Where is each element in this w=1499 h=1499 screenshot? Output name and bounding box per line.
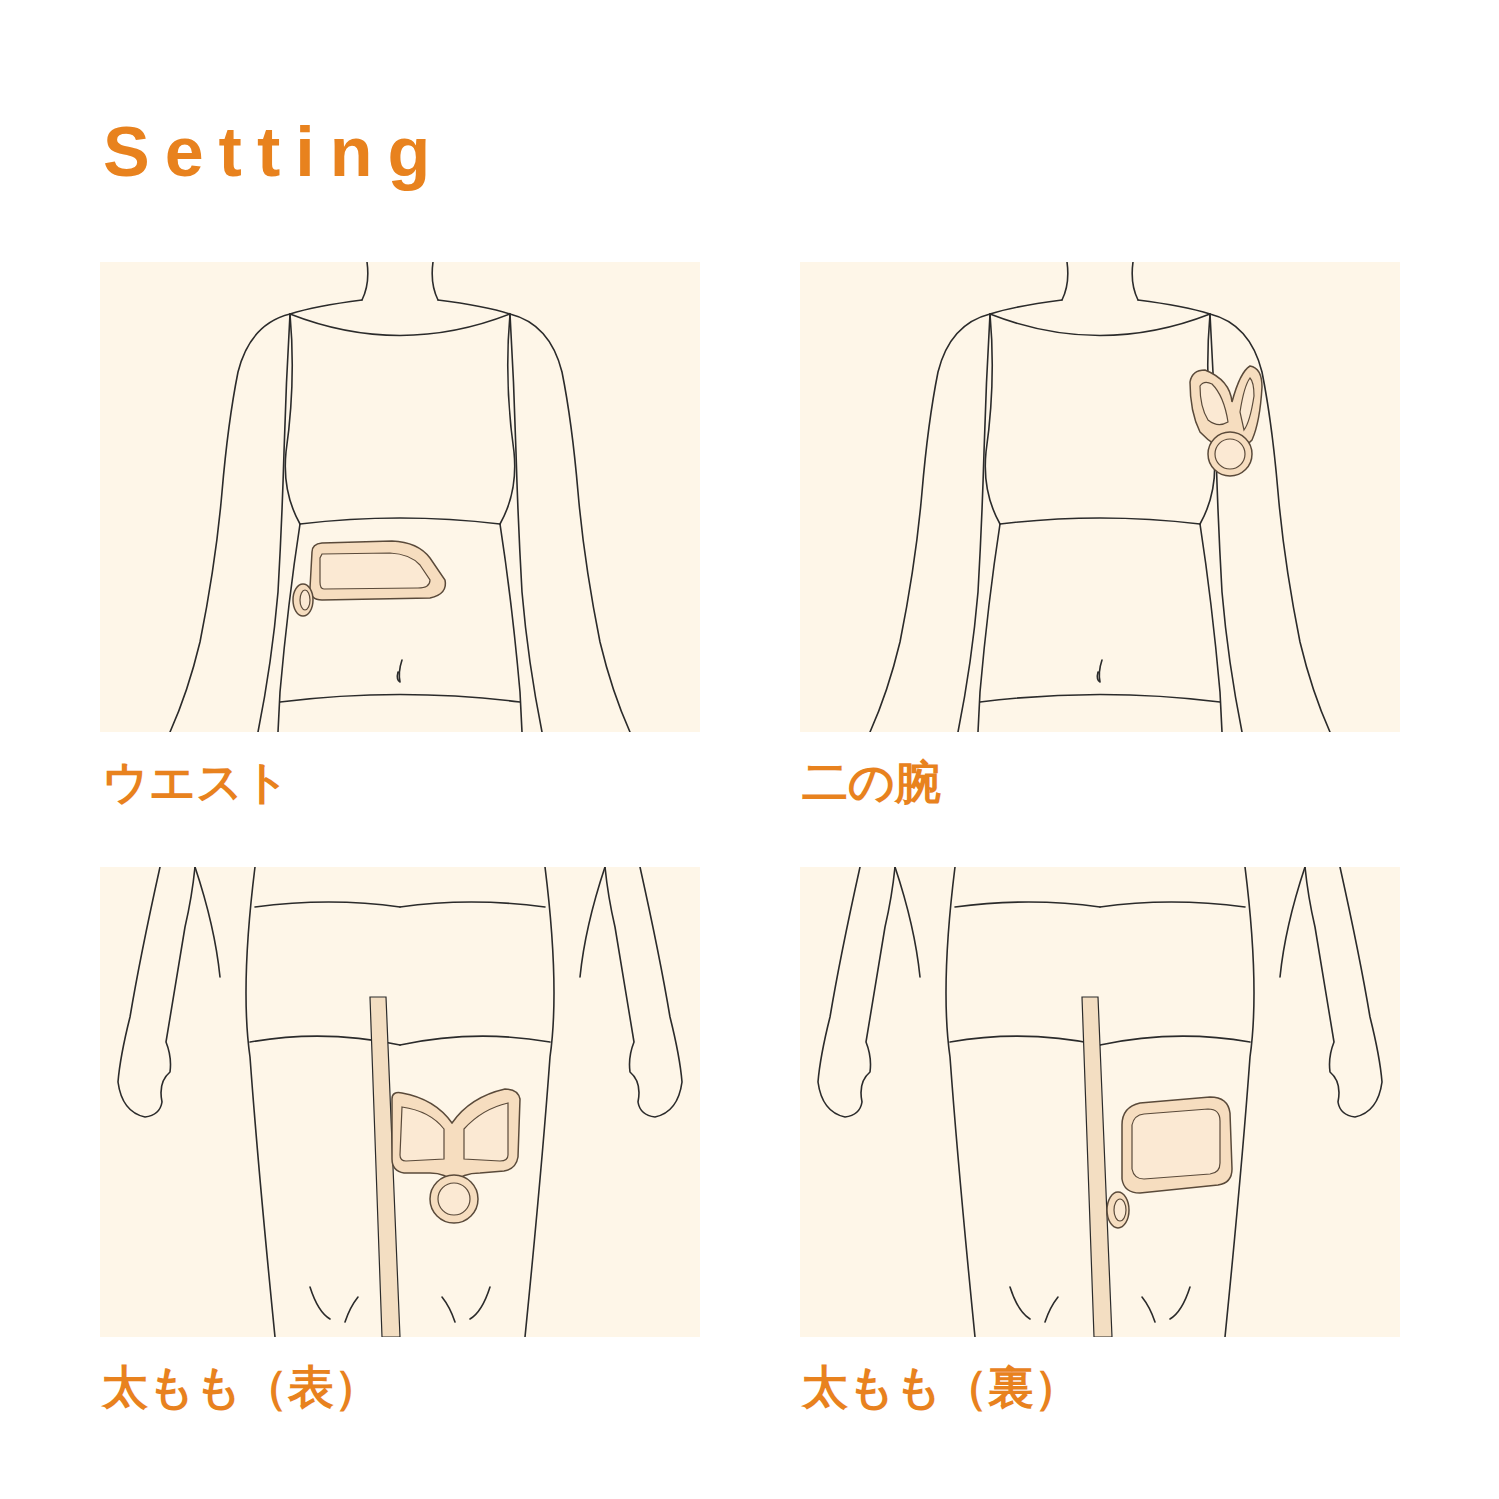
- body-figure: [170, 262, 630, 732]
- panel-ground: [800, 867, 1400, 1337]
- panel-ground: [800, 262, 1400, 732]
- panel-ground: [100, 262, 700, 732]
- body-figure: [118, 867, 682, 1337]
- body-figure: [818, 867, 1382, 1337]
- setting-panel: 太もも（裏）: [800, 867, 1400, 1415]
- panel-caption: ウエスト: [102, 755, 700, 810]
- setting-panel: ウエスト: [100, 262, 700, 810]
- panel-caption: 二の腕: [802, 755, 1400, 810]
- body-figure: [870, 262, 1330, 732]
- panel-caption: 太もも（裏）: [802, 1360, 1400, 1415]
- waist-pad: [293, 541, 445, 616]
- thigh-pad: [1107, 1097, 1232, 1228]
- thigh-pad: [392, 1089, 520, 1223]
- setting-panel: 太もも（表）: [100, 867, 700, 1415]
- page-title: Setting: [103, 112, 445, 192]
- arm-pad: [1190, 366, 1262, 476]
- setting-panel: 二の腕: [800, 262, 1400, 810]
- panel-caption: 太もも（表）: [102, 1360, 700, 1415]
- panel-ground: [100, 867, 700, 1337]
